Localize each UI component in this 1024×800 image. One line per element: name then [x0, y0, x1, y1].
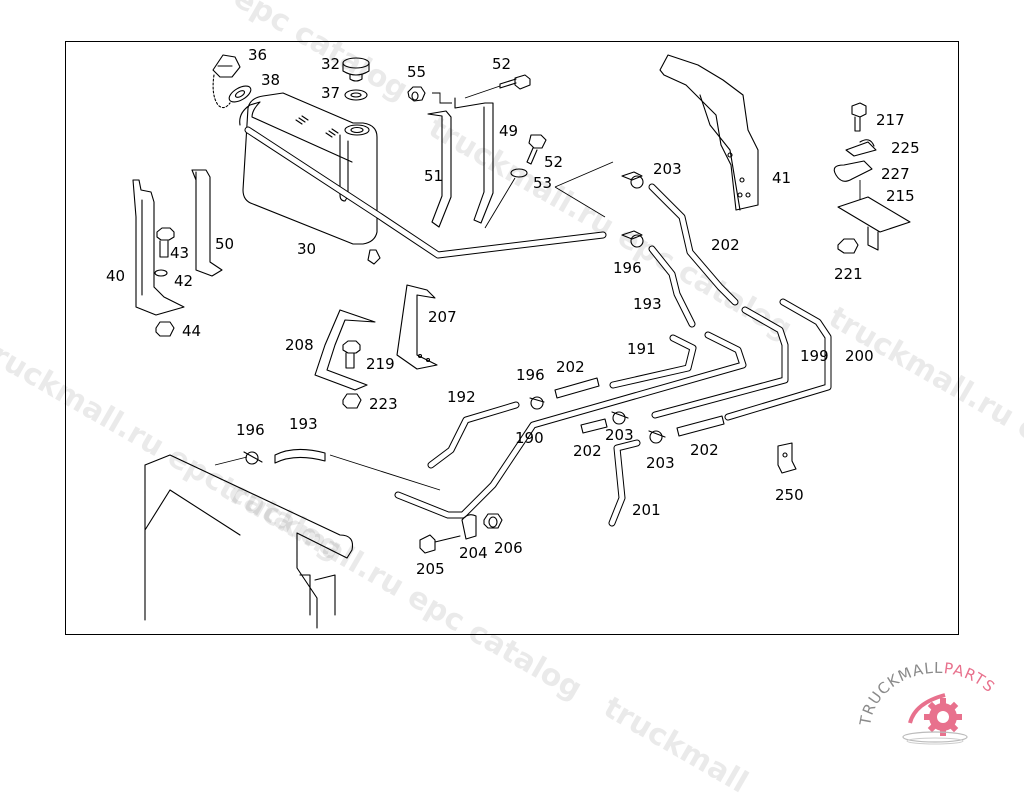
bracket-208-icon[interactable]: [315, 310, 375, 390]
callout-203[interactable]: 203: [646, 456, 675, 471]
logo-graphic: TRUCKMALLPARTS: [855, 655, 1020, 747]
callout-227[interactable]: 227: [881, 167, 910, 182]
callout-30[interactable]: 30: [297, 242, 316, 257]
callout-32[interactable]: 32: [321, 57, 340, 72]
clip-250-icon[interactable]: [778, 443, 796, 473]
nut-223-icon[interactable]: [343, 394, 361, 408]
callout-206[interactable]: 206: [494, 541, 523, 556]
callout-49[interactable]: 49: [499, 124, 518, 139]
callout-50[interactable]: 50: [215, 237, 234, 252]
callout-190[interactable]: 190: [515, 431, 544, 446]
logo-text-pink: PARTS: [943, 659, 999, 696]
hose-202-icon[interactable]: [555, 378, 599, 398]
clamp-203-icon[interactable]: [612, 412, 628, 424]
callout-52[interactable]: 52: [492, 57, 511, 72]
bolt-52-icon[interactable]: [500, 75, 530, 89]
callout-43[interactable]: 43: [170, 246, 189, 261]
callout-221[interactable]: 221: [834, 267, 863, 282]
cap-36-icon[interactable]: [213, 55, 240, 108]
bracket-207-icon[interactable]: [397, 285, 437, 369]
clip-225-icon[interactable]: [846, 140, 876, 156]
callout-250[interactable]: 250: [775, 488, 804, 503]
hose-193-icon[interactable]: [275, 449, 325, 463]
callout-217[interactable]: 217: [876, 113, 905, 128]
washer-38-icon[interactable]: [227, 83, 254, 105]
callout-215[interactable]: 215: [886, 189, 915, 204]
clip-204-icon[interactable]: [462, 515, 476, 539]
bracket-41-icon[interactable]: [660, 55, 758, 210]
clamp-196-icon[interactable]: [622, 231, 643, 247]
callout-223[interactable]: 223: [369, 397, 398, 412]
washer-42-icon[interactable]: [155, 270, 167, 276]
truckmall-parts-logo: TRUCKMALLPARTS: [855, 655, 1020, 747]
bolt-219-icon[interactable]: [343, 341, 360, 368]
gear-icon: [924, 698, 962, 736]
seal-37-icon[interactable]: [345, 90, 367, 100]
radiator-icon[interactable]: [145, 455, 353, 628]
callout-202[interactable]: 202: [556, 360, 585, 375]
callout-51[interactable]: 51: [424, 169, 443, 184]
clamp-196-icon[interactable]: [530, 397, 544, 409]
nut-55-icon[interactable]: [408, 87, 425, 101]
parts-diagram: [0, 0, 1024, 750]
callout-41[interactable]: 41: [772, 171, 791, 186]
plug-32-icon[interactable]: [343, 58, 369, 81]
callout-40[interactable]: 40: [106, 269, 125, 284]
hose-202-icon[interactable]: [677, 416, 724, 436]
callout-201[interactable]: 201: [632, 503, 661, 518]
hose-202-icon[interactable]: [581, 419, 607, 433]
callout-225[interactable]: 225: [891, 141, 920, 156]
clip-227-icon[interactable]: [834, 161, 872, 181]
bolt-217-icon[interactable]: [852, 103, 866, 131]
callout-193[interactable]: 193: [289, 417, 318, 432]
callout-203[interactable]: 203: [605, 428, 634, 443]
callout-38[interactable]: 38: [261, 73, 280, 88]
callout-205[interactable]: 205: [416, 562, 445, 577]
callout-202[interactable]: 202: [573, 444, 602, 459]
callout-199[interactable]: 199: [800, 349, 829, 364]
callout-202[interactable]: 202: [711, 238, 740, 253]
clamp-203-icon[interactable]: [649, 431, 665, 443]
callout-203[interactable]: 203: [653, 162, 682, 177]
callout-36[interactable]: 36: [248, 48, 267, 63]
callout-219[interactable]: 219: [366, 357, 395, 372]
callout-196[interactable]: 196: [236, 423, 265, 438]
callout-44[interactable]: 44: [182, 324, 201, 339]
callout-208[interactable]: 208: [285, 338, 314, 353]
clamp-203-icon[interactable]: [622, 172, 643, 188]
nut-44-icon[interactable]: [156, 322, 174, 336]
bolt-205-icon[interactable]: [420, 535, 460, 553]
callout-192[interactable]: 192: [447, 390, 476, 405]
callout-202[interactable]: 202: [690, 443, 719, 458]
strap-51-icon[interactable]: [428, 86, 500, 227]
callout-42[interactable]: 42: [174, 274, 193, 289]
callout-191[interactable]: 191: [627, 342, 656, 357]
clamp-196-icon[interactable]: [244, 452, 262, 464]
expansion-tank-30-icon[interactable]: [240, 93, 380, 264]
callout-200[interactable]: 200: [845, 349, 874, 364]
callout-193[interactable]: 193: [633, 297, 662, 312]
strap-50-icon[interactable]: [192, 170, 222, 276]
callout-204[interactable]: 204: [459, 546, 488, 561]
callout-196[interactable]: 196: [516, 368, 545, 383]
callout-55[interactable]: 55: [407, 65, 426, 80]
callout-53[interactable]: 53: [533, 176, 552, 191]
callout-207[interactable]: 207: [428, 310, 457, 325]
nut-206-icon[interactable]: [484, 514, 502, 528]
callout-37[interactable]: 37: [321, 86, 340, 101]
nut-221-icon[interactable]: [838, 239, 858, 253]
callout-52[interactable]: 52: [544, 155, 563, 170]
callout-196[interactable]: 196: [613, 261, 642, 276]
